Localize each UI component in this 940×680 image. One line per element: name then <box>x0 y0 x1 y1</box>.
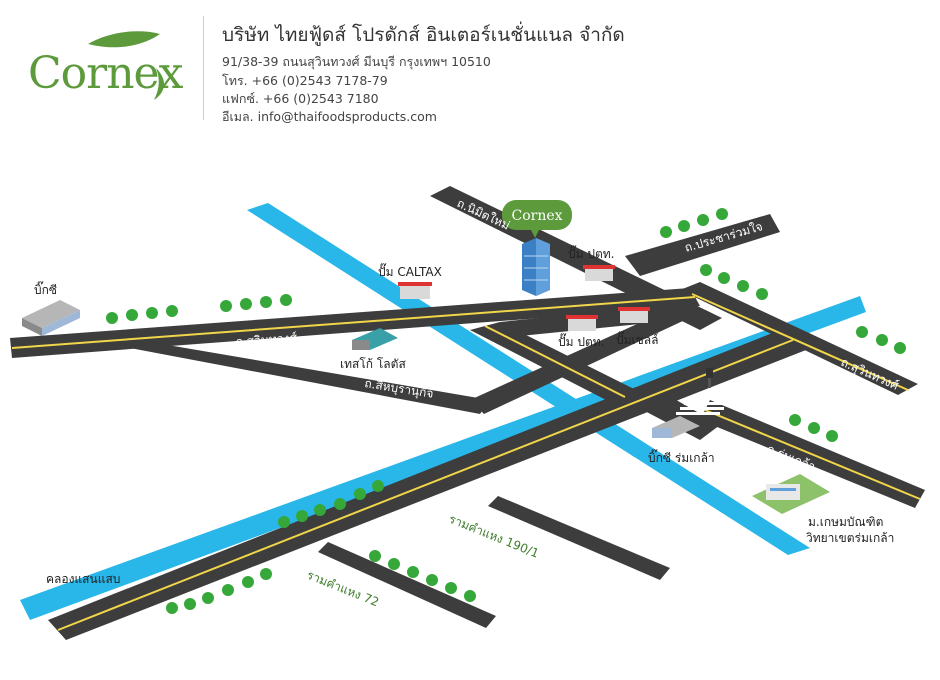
road-suwinthawong-right-body <box>680 282 918 395</box>
company-email[interactable]: อีเมล. info@thaifoodsproducts.com <box>222 109 437 124</box>
company-name: บริษัท ไทยฟู้ดส์ โปรดักส์ อินเตอร์เนชั่น… <box>222 24 625 46</box>
road-ramkhamhaeng-190-1 <box>488 496 670 580</box>
label-ptt-mid: ปั๊ม ปตท. <box>558 333 604 349</box>
label-bigc: บิ๊กซี <box>34 281 57 297</box>
line-ramkhamhaeng <box>57 339 794 631</box>
traffic-light-head <box>706 368 713 378</box>
canal-sansaeb <box>20 296 866 620</box>
cornex-building[interactable] <box>522 238 550 296</box>
road-sihaburanukit <box>130 342 490 414</box>
tree-group <box>106 208 906 614</box>
ptt-station-mid <box>566 315 598 331</box>
header: Cornex บริษัท ไทยฟู้ดส์ โปรดักส์ อินเตอร… <box>0 0 940 140</box>
university-building <box>752 474 830 514</box>
cornex-pin[interactable]: Cornex <box>502 200 572 238</box>
crosswalk <box>676 397 732 415</box>
line-suwinthawong-left <box>11 296 696 349</box>
company-address: 91/38-39 ถนนสุวินทวงศ์ มีนบุรี กรุงเทพฯ … <box>222 54 491 69</box>
pin-label: Cornex <box>511 208 562 224</box>
label-road-suwinthawong-left: ถ.สุวินทวงศ์ <box>235 331 298 350</box>
logo-text: Cornex <box>28 48 183 99</box>
caltax-station <box>398 282 432 299</box>
label-ptt-top: ปั๊ม ปตท. <box>568 245 614 261</box>
label-canal: คลองแสนแสบ <box>46 572 120 586</box>
label-tesco: เทสโก้ โลตัส <box>340 357 406 371</box>
road-pracharuamjai <box>625 214 780 276</box>
road-ramkhamhaeng-72 <box>318 542 496 628</box>
tesco-building <box>352 328 398 350</box>
label-shell: ปั๊มเชลล์ <box>616 331 658 347</box>
line-suwinthawong-right <box>691 293 909 391</box>
company-fax: แฟกซ์. +66 (0)2543 7180 <box>222 91 379 106</box>
line-inner-loop <box>484 325 626 398</box>
header-divider <box>203 16 204 120</box>
line-romklao <box>704 409 921 500</box>
shell-station <box>618 307 650 323</box>
road-inner-connector <box>470 300 702 414</box>
label-university-1: ม.เกษมบัณฑิต <box>808 515 883 529</box>
label-university-2: วิทยาเขตร่มเกล้า <box>806 531 895 545</box>
cornex-logo[interactable]: Cornex <box>28 30 188 110</box>
label-bigc-romklao: บิ๊กซี ร่มเกล้า <box>648 449 715 465</box>
company-phone: โทร. +66 (0)2543 7178-79 <box>222 73 388 88</box>
label-caltax: ปั๊ม CALTAX <box>378 263 442 279</box>
bigc-building <box>22 300 80 336</box>
bigc-romklao-building <box>652 416 700 438</box>
ptt-station-top <box>583 265 615 281</box>
leaf-icon <box>88 31 165 100</box>
